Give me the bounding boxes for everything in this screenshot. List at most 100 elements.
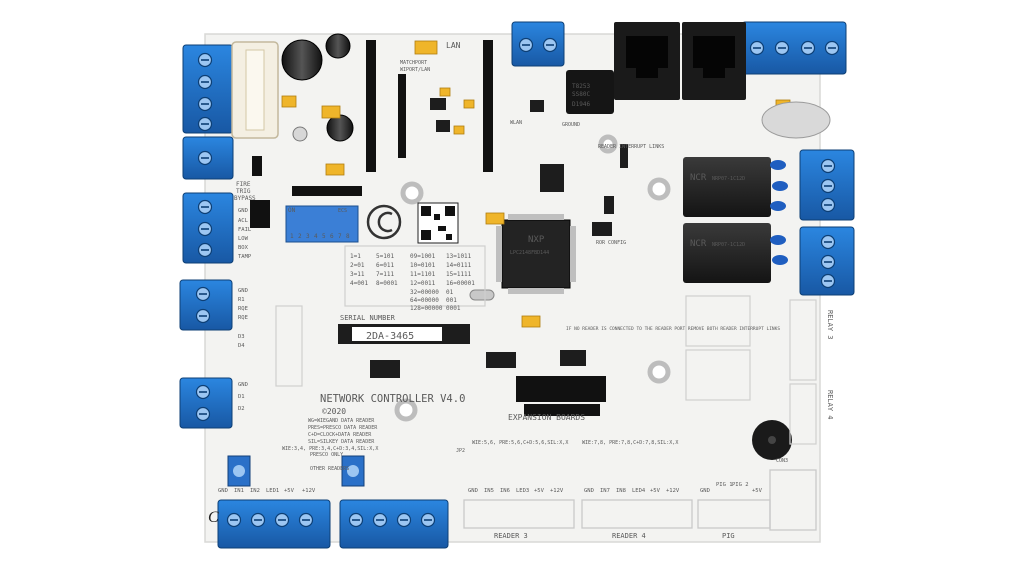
table-cell: 13=1011	[446, 253, 472, 260]
electrolytic-capacitors	[281, 33, 354, 142]
bottom-terminal-labels: GND IN1 IN2 LED1 +5V +12V	[218, 488, 316, 494]
term-label: +5V	[284, 488, 295, 494]
term-label: GND	[238, 208, 248, 214]
presco-only-label: PRESCO ONLY	[310, 452, 343, 458]
qr-code	[417, 202, 459, 244]
pin-headers	[250, 40, 606, 416]
table-cell: 16=00001	[446, 280, 475, 287]
table-cell: 5=101	[376, 253, 394, 260]
table-cell: 10=0101	[410, 262, 436, 269]
term-label: +12V	[302, 488, 316, 494]
left-terminal-labels: GND ACL FAIL LOW BOX TAMP GND R1 RQE RQE…	[238, 208, 252, 412]
term-label: D3	[238, 334, 245, 340]
dip-number: 4	[314, 233, 318, 240]
side-text-2: WIE:5,6, PRE:5,6,C+D:5,6,SIL:X,X	[472, 440, 568, 446]
table-cell: 001	[446, 297, 457, 304]
term-label: ACL	[238, 218, 249, 224]
term-label: +5V	[534, 488, 545, 494]
dip-number: 6	[330, 233, 334, 240]
reader-interrupt-label: READER INTERRUPT LINKS	[598, 144, 664, 150]
term-label: LOW	[238, 236, 249, 242]
term-label: IN6	[500, 488, 510, 494]
dip-number: 1	[290, 233, 294, 240]
inductors	[770, 160, 788, 265]
term-label: D2	[238, 406, 245, 412]
term-label: IN2	[250, 488, 260, 494]
table-cell: 11=1101	[410, 271, 436, 278]
term-label: GND	[468, 488, 478, 494]
bottom-terminal-blocks	[217, 499, 449, 549]
term-label: R1	[238, 297, 245, 303]
reader4-terminal-labels: GND IN7 IN8 LED4 +5V +12V	[584, 488, 680, 494]
table-cell: 09=1001	[410, 253, 436, 260]
table-cell: 64=00000	[410, 297, 439, 304]
presco-label: PRES=PRESCO DATA READER	[308, 425, 378, 431]
term-label: GND	[218, 488, 228, 494]
term-label: LED4	[632, 488, 646, 494]
cd-label: C+D=CLOCK+DATA READER	[308, 432, 372, 438]
left-terminal-blocks	[179, 44, 234, 429]
relay-brand-1: NCR	[690, 173, 707, 183]
pig-label: PIG	[722, 532, 735, 540]
empty-terminal-footprints	[463, 469, 817, 531]
crystal	[469, 289, 495, 301]
term-label: IN8	[616, 488, 626, 494]
bypass-label: BYPASS	[234, 195, 256, 202]
term-label: TAMP	[238, 254, 252, 260]
lan-label: LAN	[446, 41, 461, 50]
reader4-label: READER 4	[612, 532, 646, 540]
serial-value: 2DA-3465	[366, 331, 414, 342]
ecs-label: ECS	[338, 208, 347, 214]
term-label: IN7	[600, 488, 610, 494]
table-cell: 7=111	[376, 271, 394, 278]
reader3-terminal-labels: GND IN5 IN6 LED3 +5V +12V	[468, 488, 564, 494]
table-cell: 32=00000	[410, 289, 439, 296]
other-readers-label: OTHER READERS	[310, 466, 349, 472]
table-cell: 4=001	[350, 280, 368, 287]
term-label: FAIL	[238, 227, 252, 233]
side-text-1: WIE:3,4, PRE:3,4,C+D:3,4,SIL:X,X	[282, 446, 378, 452]
term-label: IN1	[234, 488, 244, 494]
term-label: GND	[238, 288, 248, 294]
dip-number: 5	[322, 233, 326, 240]
dip-number: 8	[346, 233, 350, 240]
table-cell: 1=1	[350, 253, 361, 260]
table-cell: 0001	[446, 305, 461, 312]
matchport-label: MATCHPORT	[400, 60, 427, 66]
term-label: RQE	[238, 306, 248, 312]
serial-label-box	[338, 324, 470, 344]
copyright: ©2020	[322, 407, 346, 416]
top-right-terminal-block	[741, 21, 847, 75]
ground-label: GROUND	[562, 122, 580, 128]
mag-code: SS80C	[572, 91, 590, 98]
term-label: D1	[238, 394, 245, 400]
relays	[683, 157, 771, 283]
term-label: BOX	[238, 245, 249, 251]
dip-switch	[285, 205, 359, 243]
buzzer	[752, 420, 792, 460]
magnetics-transformer	[566, 70, 614, 114]
term-label: GND	[238, 382, 248, 388]
term-label: GND	[584, 488, 594, 494]
silkscreen-outlines	[275, 245, 817, 445]
term-label: GND	[700, 488, 710, 494]
table-cell: 01	[446, 289, 454, 296]
top-terminal-block-small	[511, 21, 565, 67]
table-cell: 8=0001	[376, 280, 398, 287]
relay-model-2: NRP07-1C12D	[712, 242, 745, 248]
mounting-holes	[394, 134, 671, 422]
term-label: +12V	[550, 488, 564, 494]
table-cell: 128=00000	[410, 305, 443, 312]
wiegand-label: WG=WIEGAND DATA READER	[308, 418, 375, 424]
table-cell: 15=1111	[446, 271, 472, 278]
relay-model-1: NRP07-1C12D	[712, 176, 745, 182]
pig-terminal-labels: GND PIG 1 PIG 2 +5V	[700, 482, 763, 494]
dip-switch-numbers: 1 2 3 4 5 6 7 8	[290, 233, 350, 240]
term-label: PIG 1	[716, 482, 733, 488]
expansion-label: EXPANSION BOARDS	[508, 413, 585, 422]
table-cell: 2=01	[350, 262, 365, 269]
term-label: +12V	[666, 488, 680, 494]
term-label: LED3	[516, 488, 529, 494]
mag-date: D1946	[572, 101, 590, 108]
